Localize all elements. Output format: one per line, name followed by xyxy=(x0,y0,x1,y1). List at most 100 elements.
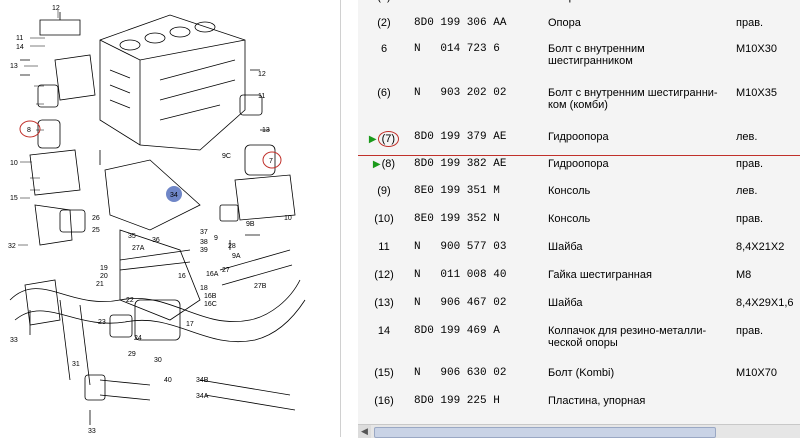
part-number: (16) xyxy=(374,395,394,407)
callout-27a: 27A xyxy=(132,245,145,252)
callout-10-right: 10 xyxy=(284,215,292,222)
part-number-cell: ▶(8) xyxy=(358,155,410,183)
table-row[interactable]: (1)8D0 199 305 AОпоралев. xyxy=(358,0,800,15)
part-code: N 906 467 02 xyxy=(414,297,507,309)
part-name: Консоль xyxy=(548,213,591,225)
callout-27b: 27B xyxy=(254,283,267,290)
callout-7: 7 xyxy=(269,158,273,165)
table-row[interactable]: ▶(8) 8D0 199 382 AE Гидроопора прав. xyxy=(358,155,800,183)
parts-table: (1)8D0 199 305 AОпоралев.(2)8D0 199 306 … xyxy=(358,0,800,417)
callout-16: 16 xyxy=(178,273,186,280)
part-code: 8D0 199 225 H xyxy=(414,395,500,407)
callout-37: 37 xyxy=(200,229,208,236)
part-note: прав. xyxy=(736,325,764,337)
part-note: 8,4X29X1,6 xyxy=(736,297,794,309)
part-note: M10X30 xyxy=(736,43,777,55)
callout-16c: 16C xyxy=(204,301,217,308)
part-code: N 906 630 02 xyxy=(414,367,507,379)
callout-25: 25 xyxy=(92,227,100,234)
part-number-cell: (10) xyxy=(358,211,410,239)
part-code: 8D0 199 382 AE xyxy=(414,157,507,170)
part-number-cell: (2) xyxy=(358,15,410,41)
part-code: N 014 723 6 xyxy=(414,43,500,55)
part-note: прав. xyxy=(736,213,764,225)
callout-33-bottom: 33 xyxy=(88,428,96,435)
part-name: Гидроопора xyxy=(548,157,609,170)
part-note: M8 xyxy=(736,269,752,281)
callout-33-left: 33 xyxy=(10,337,18,344)
part-number: (8) xyxy=(381,157,396,170)
callout-16b: 16B xyxy=(204,293,217,300)
scrollbar-thumb[interactable] xyxy=(374,427,716,438)
part-name: Консоль xyxy=(548,185,591,197)
callout-13-right: 13 xyxy=(262,127,270,134)
callout-11-right: 11 xyxy=(258,93,265,100)
part-note: 8,4X21X2 xyxy=(736,241,785,253)
callout-22: 22 xyxy=(126,297,134,304)
panel-divider[interactable] xyxy=(340,0,359,437)
part-note: M10X35 xyxy=(736,87,777,99)
part-code: N 903 202 02 xyxy=(414,87,507,99)
callout-34b: 34B xyxy=(196,377,209,384)
part-number: (10) xyxy=(374,213,394,225)
callout-30: 30 xyxy=(154,357,162,364)
callout-17: 17 xyxy=(186,321,194,328)
part-number: (6) xyxy=(377,87,391,99)
parts-diagram: 12 11 14 13 10 15 32 33 31 33 12 11 13 1… xyxy=(0,0,340,437)
callout-28: 28 xyxy=(228,243,236,250)
highlight-circle-8 xyxy=(19,120,41,138)
callout-9b: 9B xyxy=(246,221,255,228)
part-number-cell: (13) xyxy=(358,295,410,323)
part-number: (1) xyxy=(377,0,390,3)
part-number-cell: 6 xyxy=(358,41,410,85)
part-number: 6 xyxy=(380,43,388,55)
part-note: лев. xyxy=(736,185,758,197)
callout-12: 12 xyxy=(52,5,60,12)
callout-36: 36 xyxy=(152,237,160,244)
scroll-left-icon[interactable]: ◀ xyxy=(358,425,371,438)
part-note: M10X70 xyxy=(736,367,777,379)
part-name: Болт с внутренним шестигранником xyxy=(548,43,645,67)
part-note: прав. xyxy=(736,17,764,29)
table-row[interactable]: (16) 8D0 199 225 H Пластина, упорная xyxy=(358,393,800,417)
part-name: Колпачок для резино-металли-ческой опоры xyxy=(548,325,707,349)
callout-27: 27 xyxy=(222,267,230,274)
marked-callout-34[interactable] xyxy=(166,186,182,202)
selected-marker-icon: ▶ xyxy=(368,134,377,145)
part-number: (13) xyxy=(374,297,394,309)
callout-9: 9 xyxy=(214,235,218,242)
part-code: 8D0 199 469 A xyxy=(414,325,500,337)
part-number-cell: ▶(7) xyxy=(358,129,410,156)
horizontal-scrollbar[interactable]: ◀ xyxy=(358,424,800,438)
callout-12-right: 12 xyxy=(258,71,266,78)
part-number-cell: 14 xyxy=(358,323,410,365)
table-row[interactable]: 6 N 014 723 6 Болт с внутренним шестигранн… xyxy=(358,41,800,85)
part-note: прав. xyxy=(736,157,764,170)
callout-34a: 34A xyxy=(196,393,209,400)
part-code: 8D0 199 379 AE xyxy=(410,129,544,156)
part-code: 8D0 199 306 AA xyxy=(414,17,507,29)
callout-29: 29 xyxy=(128,351,136,358)
part-number: (9) xyxy=(377,185,391,197)
part-name: Пластина, упорная xyxy=(548,395,646,407)
callout-8: 8 xyxy=(27,127,31,134)
table-row[interactable]: 14 8D0 199 469 A Колпачок для резино-метал… xyxy=(358,323,800,365)
part-number-cell: (1) xyxy=(358,0,410,15)
callout-16a: 16A xyxy=(206,271,219,278)
part-number-cell: (12) xyxy=(358,267,410,295)
part-number-cell: (9) xyxy=(358,183,410,211)
part-code: 8D0 199 305 A xyxy=(410,0,544,15)
part-name: Гидроопора xyxy=(544,129,732,156)
part-number-cell: (16) xyxy=(358,393,410,417)
part-number-cell: (15) xyxy=(358,365,410,393)
part-code: N 011 008 40 xyxy=(414,269,507,281)
